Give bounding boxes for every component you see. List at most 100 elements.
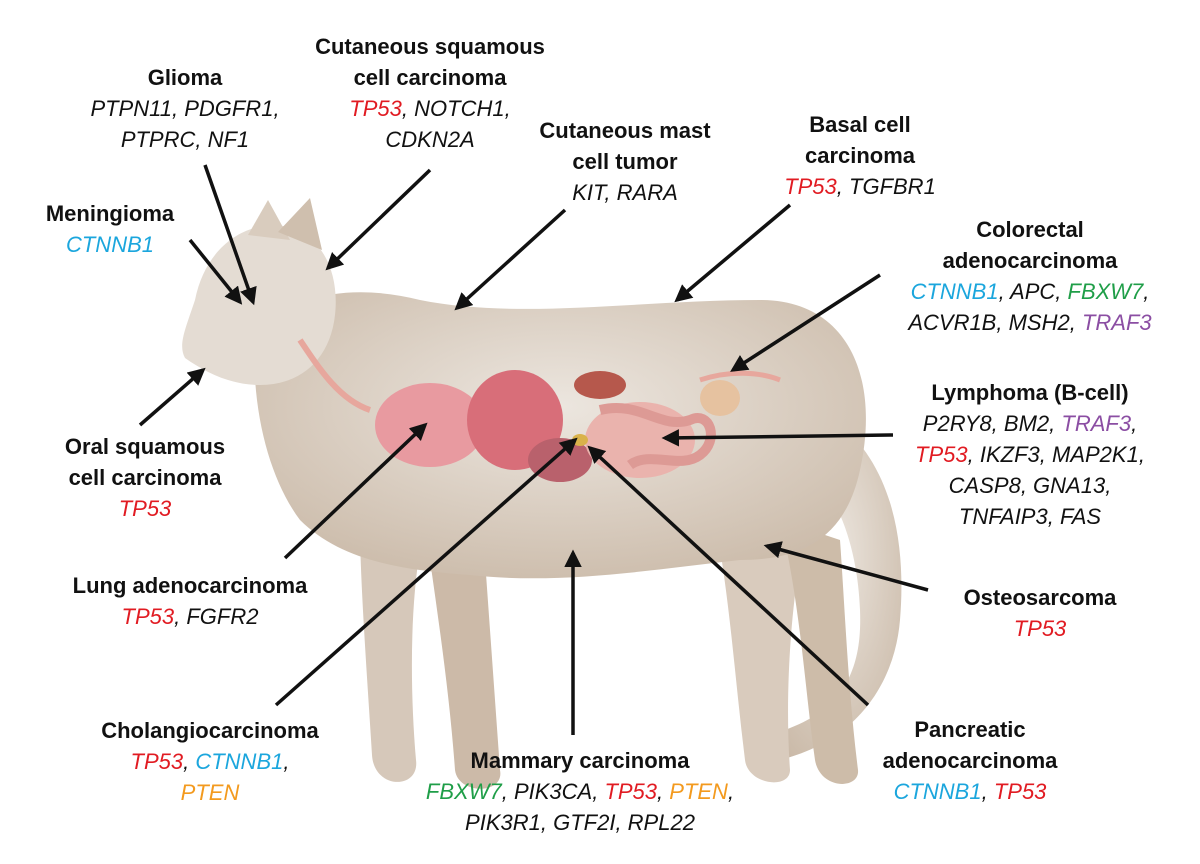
gene-line: PTPRC, NF1 <box>120 127 250 152</box>
gene-line: TP53, FGFR2 <box>121 604 259 629</box>
cancer-title: cell tumor <box>572 149 678 174</box>
gene-name: PIK3R1 <box>465 810 541 835</box>
arrow-bcc <box>674 203 792 303</box>
gene-name: TP53 <box>118 496 172 521</box>
cancer-title: cell carcinoma <box>68 465 222 490</box>
gene-name: IKZF3 <box>979 442 1040 467</box>
cancer-title: Mammary carcinoma <box>470 748 690 773</box>
cancer-title: Glioma <box>147 65 223 90</box>
arrow-meningioma <box>188 238 243 305</box>
gene-name: BM2 <box>1003 411 1050 436</box>
gene-name: TRAF3 <box>1061 411 1132 436</box>
gene-line: CASP8, GNA13, <box>948 473 1112 498</box>
gene-line: PTPN11, PDGFR1, <box>90 96 280 121</box>
gene-name: PTEN <box>669 779 728 804</box>
gene-name: RARA <box>616 180 678 205</box>
gene-name: ACVR1B <box>908 310 997 335</box>
gene-name: GNA13 <box>1033 473 1106 498</box>
cancer-title: Basal cell <box>809 112 911 137</box>
gene-line: TP53, TGFBR1 <box>784 174 936 199</box>
cancer-title: Lymphoma (B-cell) <box>931 380 1129 405</box>
arrows <box>138 164 929 735</box>
arrow-osteo <box>763 541 929 592</box>
gene-line: PTEN <box>60 777 360 808</box>
gene-name: GTF2I <box>553 810 616 835</box>
cancer-title: Cholangiocarcinoma <box>101 718 319 743</box>
gene-name: NF1 <box>207 127 250 152</box>
gene-name: CTNNB1 <box>195 749 284 774</box>
gene-name: APC <box>1010 279 1056 304</box>
gene-name: TP53 <box>993 779 1047 804</box>
gene-line: ACVR1B, MSH2, TRAF3 <box>908 310 1152 335</box>
cancer-title: Lung adenocarcinoma <box>72 573 308 598</box>
gene-line: TP53 <box>40 493 250 524</box>
cancer-title: Osteosarcoma <box>963 585 1117 610</box>
gene-line: PIK3R1, GTF2I, RPL22 <box>465 810 695 835</box>
gene-name: FAS <box>1059 504 1102 529</box>
arrow-cscc <box>325 168 432 271</box>
gene-name: TP53 <box>784 174 837 199</box>
gene-line: TP53 <box>925 613 1155 644</box>
gene-name: TNFAIP3 <box>958 504 1048 529</box>
gene-line: TP53, NOTCH1, <box>349 96 511 121</box>
gene-name: RPL22 <box>627 810 695 835</box>
gene-name: NOTCH1 <box>414 96 505 121</box>
arrow-mast <box>454 208 567 311</box>
gene-name: TP53 <box>130 749 184 774</box>
arrow-lung <box>283 422 428 560</box>
gene-name: P2RY8 <box>922 411 992 436</box>
gene-name: CDKN2A <box>385 127 475 152</box>
cancer-title: Pancreatic <box>914 717 1026 742</box>
cancer-title: Cutaneous mast <box>539 118 711 143</box>
gene-name: PIK3CA <box>513 779 593 804</box>
gene-name: PDGFR1 <box>184 96 274 121</box>
gene-name: TP53 <box>604 779 658 804</box>
gene-line: CDKN2A <box>280 124 580 155</box>
gene-name: MSH2 <box>1008 310 1070 335</box>
gene-line: P2RY8, BM2, TRAF3, <box>922 411 1138 436</box>
gene-name: MAP2K1 <box>1052 442 1139 467</box>
cancer-title: Cutaneous squamous <box>315 34 545 59</box>
cancer-title: Meningioma <box>45 201 175 226</box>
arrow-cholangio <box>274 437 578 707</box>
gene-name: PTEN <box>180 780 240 805</box>
gene-name: FBXW7 <box>425 779 502 804</box>
arrow-glioma <box>203 164 257 306</box>
arrow-colorectal <box>730 273 881 372</box>
gene-name: CTNNB1 <box>65 232 154 257</box>
arrow-pancreatic <box>587 445 870 707</box>
gene-name: FGFR2 <box>186 604 259 629</box>
gene-name: PTPRC <box>120 127 196 152</box>
gene-line: KIT, RARA <box>572 180 678 205</box>
gene-name: CTNNB1 <box>893 779 982 804</box>
gene-line: TNFAIP3, FAS <box>958 504 1102 529</box>
arrow-lymphoma <box>661 429 894 447</box>
gene-line: CTNNB1 <box>20 229 200 260</box>
gene-name: FBXW7 <box>1067 279 1144 304</box>
cancer-title: Oral squamous <box>64 434 226 459</box>
cancer-title: Colorectal <box>976 217 1084 242</box>
label-lymphoma-b-cell: Lymphoma (B-cell) P2RY8, BM2, TRAF3, TP53,… <box>880 377 1180 532</box>
gene-name: TP53 <box>349 96 402 121</box>
gene-line: FBXW7, PIK3CA, TP53, PTEN, <box>425 779 735 804</box>
gene-line: TP53, IKZF3, MAP2K1, <box>915 442 1145 467</box>
cancer-title: adenocarcinoma <box>942 248 1118 273</box>
cancer-title: adenocarcinoma <box>882 748 1058 773</box>
cancer-title: cell carcinoma <box>353 65 507 90</box>
gene-name: TP53 <box>915 442 968 467</box>
gene-name: TP53 <box>1013 616 1067 641</box>
gene-name: KIT <box>572 180 605 205</box>
